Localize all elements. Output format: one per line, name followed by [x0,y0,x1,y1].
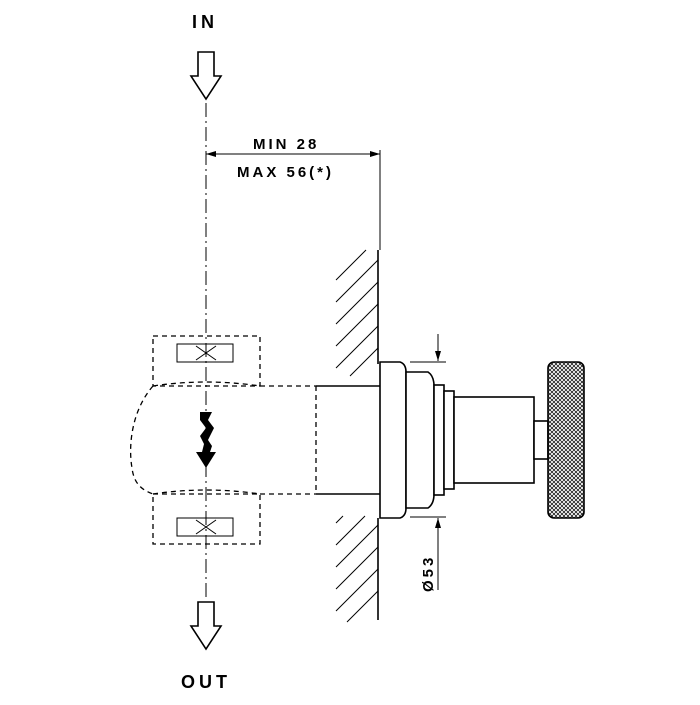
stem-tube [316,385,380,495]
dim-max-label: MAX 56(*) [237,164,334,181]
diameter-label: Ø53 [420,555,437,592]
wall-section [335,249,379,623]
dim-min-label: MIN 28 [253,136,319,153]
flow-arrow-icon [196,412,216,468]
out-label: OUT [181,672,231,692]
valve-body-hidden [129,335,317,545]
in-arrow-icon [189,51,223,101]
depth-dimension: MIN 28 MAX 56(*) [206,136,381,250]
handle-knob [547,361,585,519]
diameter-dimension: Ø53 [410,334,446,592]
in-label: IN [192,12,218,32]
rosette [379,361,549,519]
out-arrow-icon [189,601,223,651]
